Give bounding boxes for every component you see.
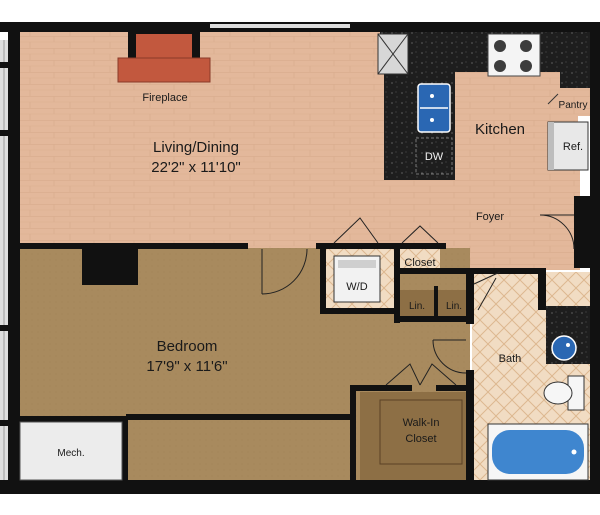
closet-name: Closet [404, 257, 435, 269]
bedroom-name: Bedroom [157, 338, 218, 355]
pantry-label: Pantry [559, 100, 588, 111]
mech-room [19, 421, 123, 481]
vent-shaft-icon [377, 33, 409, 75]
left-windows [0, 40, 8, 480]
walkin-line2: Closet [405, 433, 436, 445]
fireplace-icon [117, 32, 211, 83]
walkin-shelf [379, 399, 463, 465]
linen-2-label: Lin. [446, 301, 462, 312]
living-room-name: Living/Dining [153, 139, 239, 156]
bathtub-icon [487, 423, 589, 481]
washer-dryer-label: W/D [346, 281, 367, 293]
top-window [210, 24, 350, 28]
fireplace-label: Fireplace [142, 92, 187, 104]
foyer-name: Foyer [476, 211, 504, 223]
dishwasher [415, 137, 453, 175]
linen-2-floor [438, 290, 470, 318]
walkin-line1: Walk-In [403, 417, 440, 429]
interior-walls [18, 196, 590, 482]
bath-name: Bath [499, 353, 522, 365]
mech-label: Mech. [57, 448, 84, 459]
doors [261, 214, 575, 386]
dishwasher-label: DW [425, 151, 444, 163]
bath-vanity-icon [546, 306, 590, 364]
refrigerator-door [548, 122, 554, 170]
refrigerator-label: Ref. [563, 141, 583, 153]
kitchen-name: Kitchen [475, 121, 525, 138]
pantry-box [547, 88, 590, 116]
walkin-floor [360, 392, 470, 482]
linen-1-floor [398, 290, 436, 318]
bedroom-dims: 17'9" x 11'6" [146, 358, 227, 375]
washer-dryer-panel [338, 260, 376, 268]
range-icon [487, 33, 541, 77]
living-room-dims: 22'2" x 11'10" [151, 159, 241, 176]
linen-1-label: Lin. [409, 301, 425, 312]
toilet-icon [543, 375, 585, 411]
kitchen-sink-icon [417, 83, 451, 133]
